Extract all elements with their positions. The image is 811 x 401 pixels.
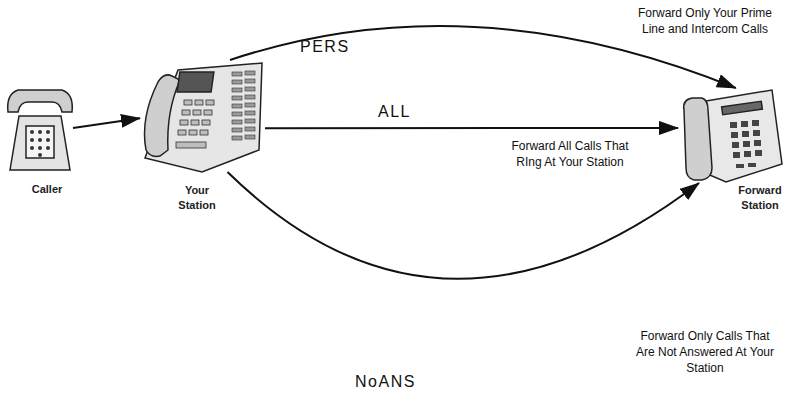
caller-phone — [8, 90, 73, 170]
forward-arrow — [265, 127, 678, 129]
forward-node: Forward Station — [678, 88, 783, 183]
station-label: Your Station — [167, 183, 227, 213]
forwarding-note: Forward Only Calls That Are Not Answered… — [635, 328, 775, 376]
forwarding-note: Forward All Calls That RIng At Your Stat… — [505, 138, 635, 170]
station-phone — [145, 63, 263, 172]
forwarding-note: Forward Only Your Prime Line and Interco… — [635, 5, 775, 37]
station-label: Forward Station — [730, 183, 790, 213]
mode-label: NoANS — [355, 373, 416, 391]
caller-node: Caller — [5, 82, 73, 172]
mode-label: PERS — [300, 38, 350, 56]
station-label: Caller — [7, 182, 87, 197]
mode-label: ALL — [378, 103, 411, 121]
forward-arrow — [228, 172, 700, 279]
forward-arrow — [73, 118, 140, 128]
station-node: Your Station — [140, 60, 265, 172]
forward-phone — [684, 90, 782, 182]
